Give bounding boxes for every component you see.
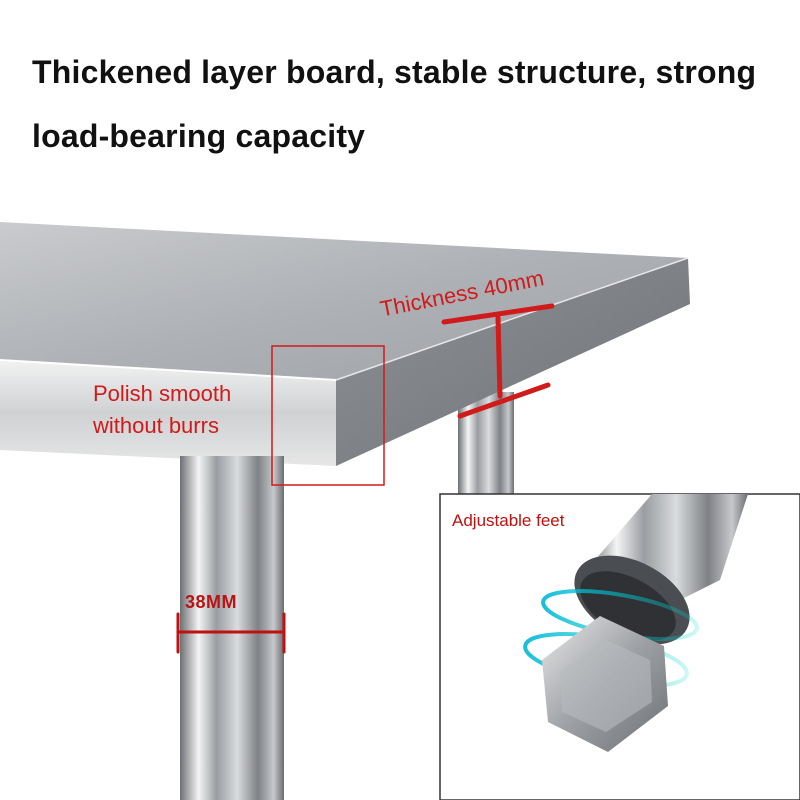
polish-smooth-label: Polish smooth without burrs [93,378,231,442]
headline-line-2: load-bearing capacity [32,118,366,154]
back-leg [458,392,514,502]
polish-callout-box [271,345,385,486]
headline-line-1: Thickened layer board, stable structure,… [32,54,757,90]
table-top-surface [0,222,688,380]
front-leg [180,456,284,800]
polish-line-1: Polish smooth [93,381,232,406]
diameter-marker [176,612,286,654]
adjustable-feet-inset [439,493,800,800]
thickness-marker [441,303,555,419]
leg-diameter-label: 38MM [185,592,238,612]
table-front-face [0,360,336,466]
headline: Thickened layer board, stable structure,… [32,40,792,168]
adjustable-feet-label: Adjustable feet [452,511,565,530]
table-side-face [336,258,690,466]
polish-line-2: without burrs [93,413,219,438]
